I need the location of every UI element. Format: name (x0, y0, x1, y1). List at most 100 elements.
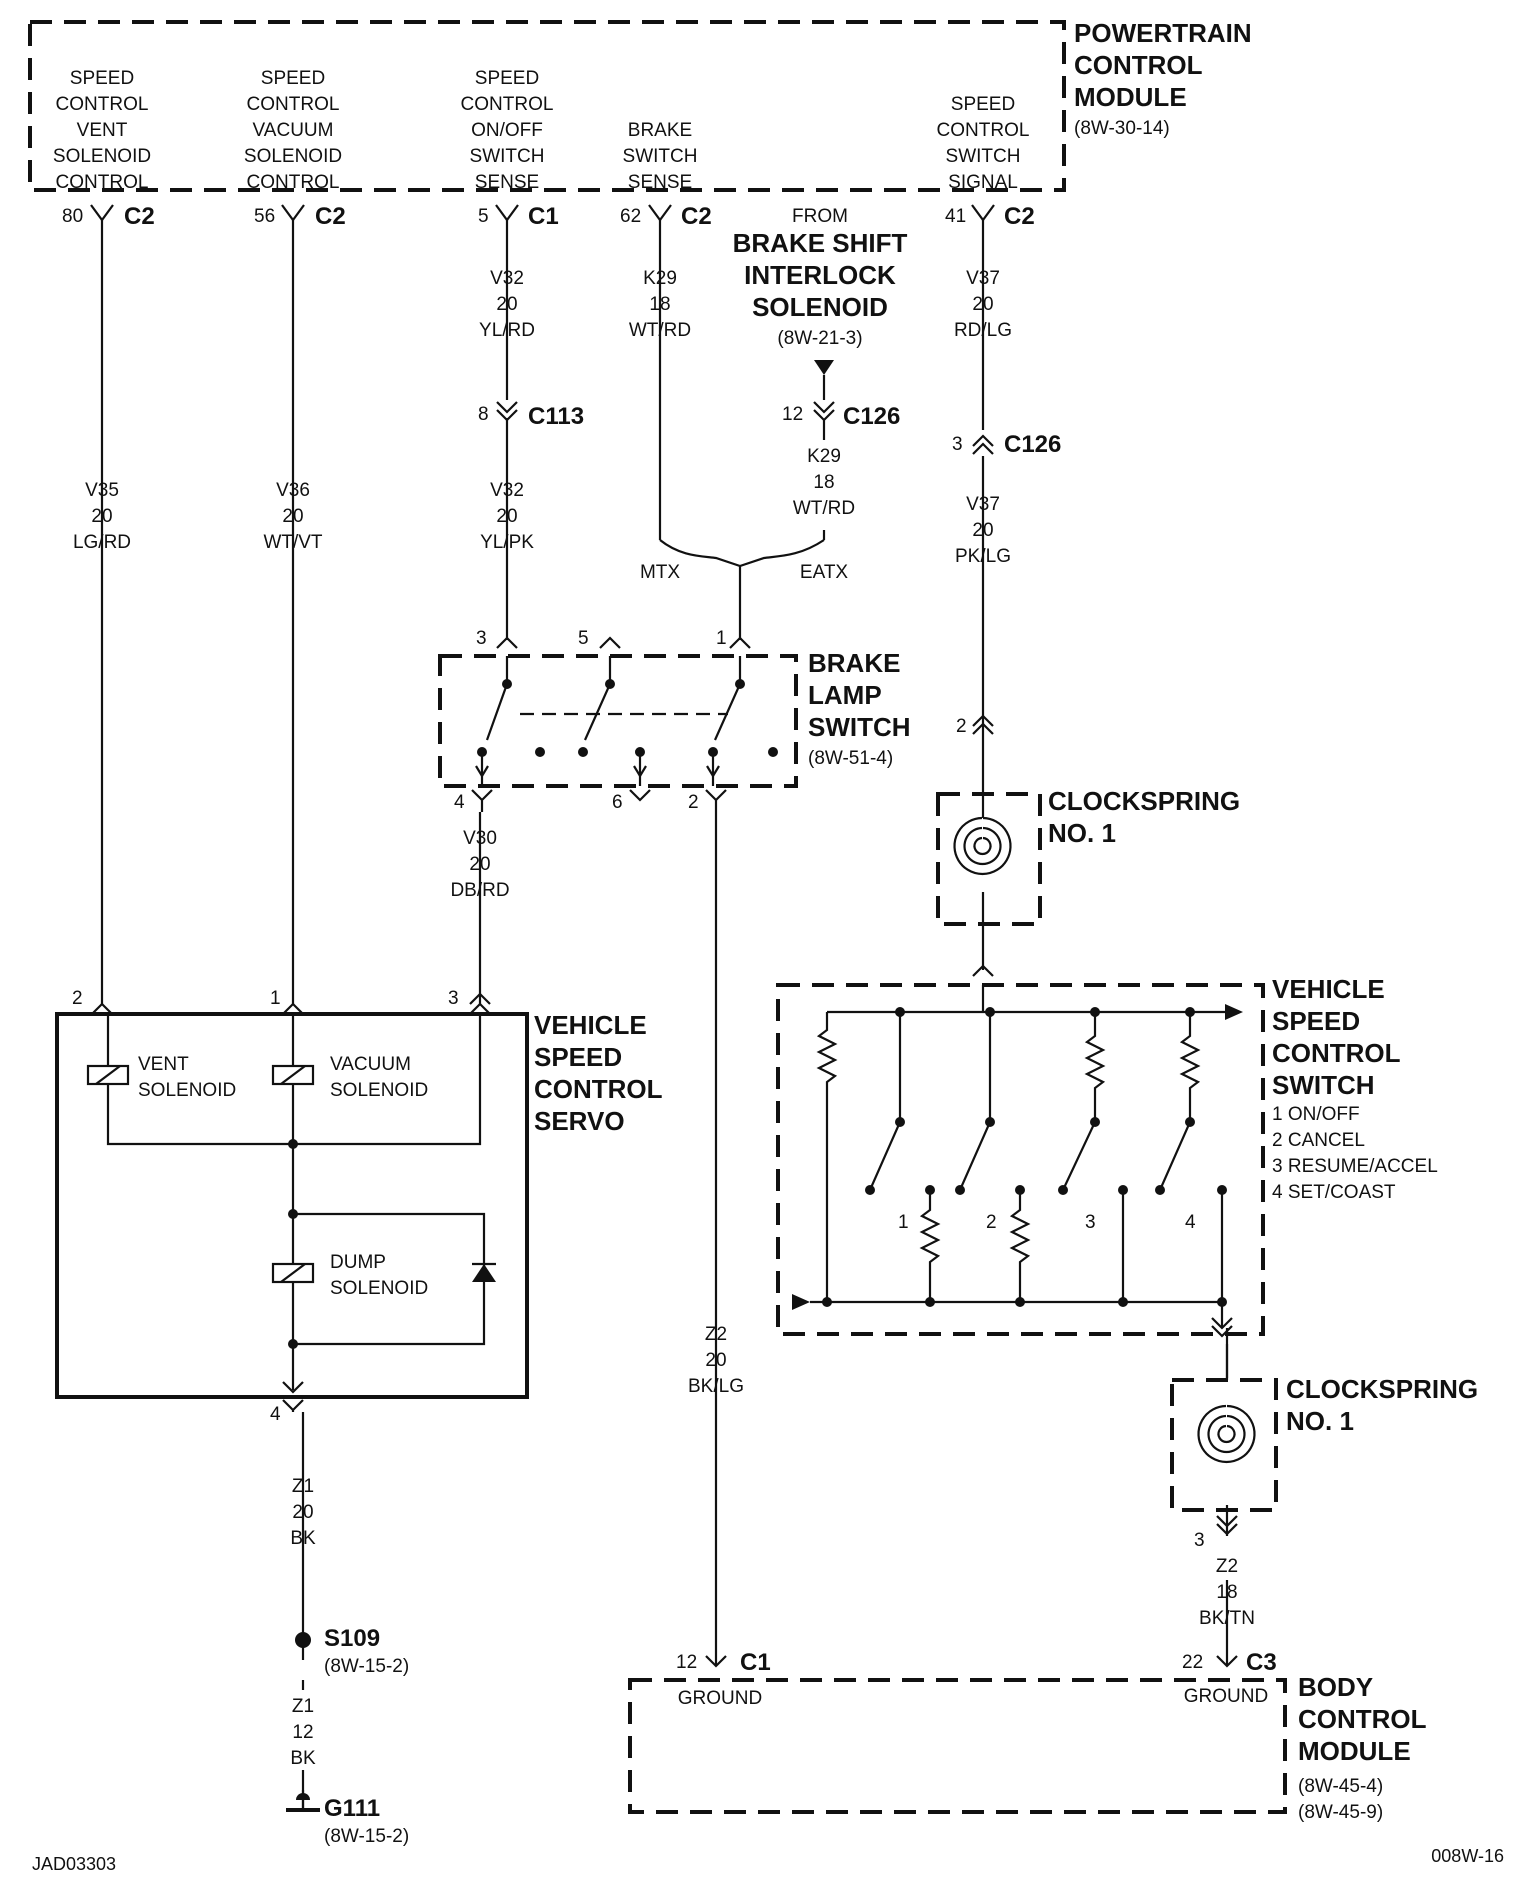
transmission-split: MTX EATX (640, 562, 848, 583)
arrow-down-icon (814, 360, 834, 375)
dump-label-1: DUMP (330, 1252, 386, 1273)
vscs-legend-1: 1 ON/OFF (1272, 1104, 1360, 1125)
bcm-left-ground: GROUND (678, 1688, 762, 1709)
bsi-title-3: SOLENOID (752, 292, 888, 322)
k29-top-circuit: K29 (643, 268, 677, 289)
vscs-legend-4: 4 SET/COAST (1272, 1182, 1396, 1203)
z2-mid-circuit: Z2 (705, 1324, 727, 1345)
v36-gauge: 20 (282, 506, 303, 527)
from-label: FROM (792, 206, 848, 227)
wire-labels: V32 20 YL/RD K29 18 WT/RD V37 20 RD/LG V… (73, 268, 1255, 1769)
bsi-ref: (8W-21-3) (777, 328, 862, 349)
spiral-icon (1197, 1404, 1256, 1464)
bcm-ref-2: (8W-45-9) (1298, 1802, 1383, 1823)
v30-circuit: V30 (463, 828, 497, 849)
pcm-ref: (8W-30-14) (1074, 118, 1170, 139)
diode-icon (472, 1264, 496, 1282)
v35-color: LG/RD (73, 532, 131, 553)
pcm-pin1-number: 80 (62, 206, 83, 227)
bcm-right-pin: 22 (1182, 1652, 1203, 1673)
k29-bot-circuit: K29 (807, 446, 841, 467)
body-control-module: 12 C1 GROUND 22 C3 GROUND BODY CONTROL M… (628, 1649, 1427, 1823)
brake-lamp-switch: BRAKE LAMP SWITCH (8W-51-4) 3 5 1 4 (438, 628, 911, 813)
s109-ref: (8W-15-2) (324, 1656, 409, 1677)
pcm-pin5-label-2: CONTROL (937, 120, 1030, 141)
z1-top-circuit: Z1 (292, 1476, 314, 1497)
bls-pin-2: 2 (688, 792, 699, 813)
k29-top-color: WT/RD (629, 320, 691, 341)
pcm-pin1-label-2: CONTROL (56, 94, 149, 115)
clockspring-bottom-pin: 3 (1194, 1530, 1205, 1551)
c126-right-pin: 3 (952, 434, 963, 455)
vacuum-label-1: VACUUM (330, 1054, 411, 1075)
clockspring-top-title-2: NO. 1 (1048, 818, 1116, 848)
pcm-pin1-label-1: SPEED (70, 68, 134, 89)
vent-label-1: VENT (138, 1054, 189, 1075)
k29-bot-color: WT/RD (793, 498, 855, 519)
c126-left-name: C126 (843, 403, 900, 430)
z2-right-circuit: Z2 (1216, 1556, 1238, 1577)
vscs-title-3: CONTROL (1272, 1038, 1401, 1068)
vscs-legend-2: 2 CANCEL (1272, 1130, 1365, 1151)
pcm-pin5-number: 41 (945, 206, 966, 227)
v37-top-gauge: 20 (972, 294, 993, 315)
pcm-pin2-label-1: SPEED (261, 68, 325, 89)
splice-s109: S109 (8W-15-2) (295, 1625, 409, 1677)
z1-bot-gauge: 12 (292, 1722, 313, 1743)
z1-top-color: BK (290, 1528, 316, 1549)
bcm-title-3: MODULE (1298, 1736, 1411, 1766)
bls-pin-6: 6 (612, 792, 623, 813)
pcm-pin3-label-4: SWITCH (470, 146, 545, 167)
k29-bot-gauge: 18 (813, 472, 834, 493)
dump-label-2: SOLENOID (330, 1278, 428, 1299)
vscs-num-3: 3 (1085, 1212, 1096, 1233)
bcm-right-conn: C3 (1246, 1649, 1277, 1676)
vscs-title-4: SWITCH (1272, 1070, 1375, 1100)
pcm-pin3-number: 5 (478, 206, 489, 227)
z2-mid-color: BK/LG (688, 1376, 744, 1397)
vehicle-speed-control-servo: VEHICLE SPEED CONTROL SERVO 2 1 3 VENT S… (55, 988, 663, 1425)
c126-left-pin: 12 (782, 404, 803, 425)
vent-label-2: SOLENOID (138, 1080, 236, 1101)
pcm-title-2: CONTROL (1074, 50, 1203, 80)
pcm-pin3-label-1: SPEED (475, 68, 539, 89)
bls-pin-4: 4 (454, 792, 465, 813)
bls-title-1: BRAKE (808, 648, 900, 678)
bls-pin-1: 1 (716, 628, 727, 649)
vscs-legend-3: 3 RESUME/ACCEL (1272, 1156, 1438, 1177)
bls-title-3: SWITCH (808, 712, 911, 742)
pcm-title-1: POWERTRAIN (1074, 18, 1252, 48)
servo-title-3: CONTROL (534, 1074, 663, 1104)
v32-top-gauge: 20 (496, 294, 517, 315)
g111-ref: (8W-15-2) (324, 1826, 409, 1847)
ground-g111: G111 (8W-15-2) (286, 1790, 409, 1847)
pcm-pin5-label-1: SPEED (951, 94, 1015, 115)
pcm-pin2-label-4: SOLENOID (244, 146, 342, 167)
c113-name: C113 (528, 403, 584, 430)
v37-top-color: RD/LG (954, 320, 1012, 341)
bcm-left-conn: C1 (740, 1649, 771, 1676)
z2-mid-gauge: 20 (705, 1350, 726, 1371)
k29-top-gauge: 18 (649, 294, 670, 315)
vscs-title-1: VEHICLE (1272, 974, 1385, 1004)
z2-right-color: BK/TN (1199, 1608, 1255, 1629)
pcm-pin1-connector: C2 (124, 203, 155, 230)
servo-pin-1: 1 (270, 988, 281, 1009)
v32-top-circuit: V32 (490, 268, 524, 289)
clockspring-bottom-title-2: NO. 1 (1286, 1406, 1354, 1436)
v37-bot-color: PK/LG (955, 546, 1011, 567)
pcm-pin5-connector: C2 (1004, 203, 1035, 230)
figure-code-left: JAD03303 (32, 1854, 116, 1874)
pcm-pin4-label-1: BRAKE (628, 120, 692, 141)
servo-title-1: VEHICLE (534, 1010, 647, 1040)
clockspring-bottom: 3 CLOCKSPRING NO. 1 (1170, 1344, 1478, 1551)
vscs-num-4: 4 (1185, 1212, 1196, 1233)
figure-code-right: 008W-16 (1431, 1846, 1504, 1866)
servo-pin-3: 3 (448, 988, 459, 1009)
brake-shift-interlock-source: FROM BRAKE SHIFT INTERLOCK SOLENOID (8W-… (733, 206, 908, 385)
v35-gauge: 20 (91, 506, 112, 527)
pcm-pin3-connector: C1 (528, 203, 559, 230)
pcm-pin2-label-5: CONTROL (247, 172, 340, 193)
vscs-title-2: SPEED (1272, 1006, 1360, 1036)
pcm-pin1-label-5: CONTROL (56, 172, 149, 193)
